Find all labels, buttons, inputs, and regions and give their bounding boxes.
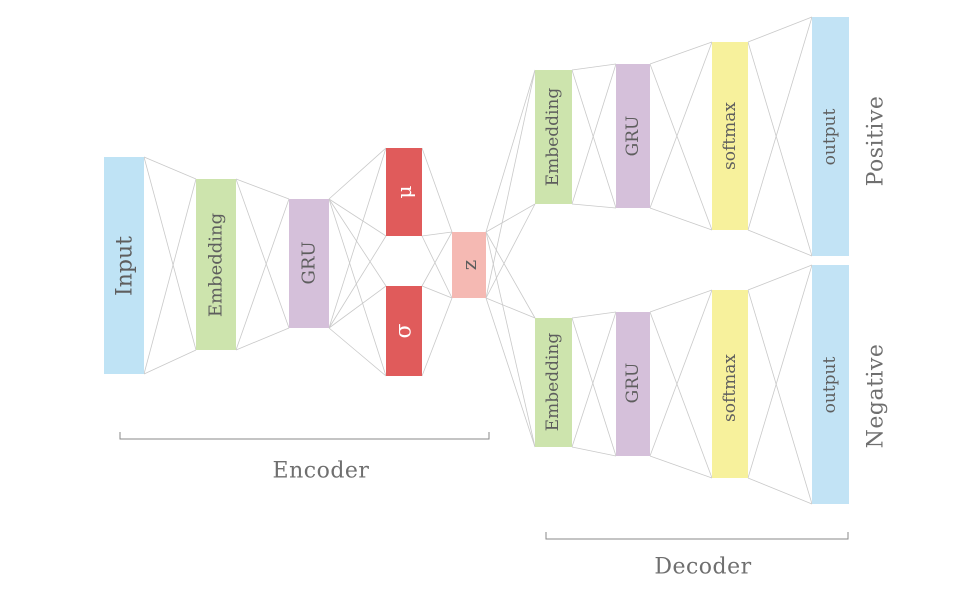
negative-embedding-block: Embedding xyxy=(535,318,572,447)
encoder-input-block: Input xyxy=(104,157,144,374)
z-label: z xyxy=(457,260,481,271)
connections xyxy=(143,16,813,505)
encoder-embedding-label: Embedding xyxy=(206,213,227,317)
encoder-embedding-block: Embedding xyxy=(196,179,236,350)
positive-softmax-label: softmax xyxy=(720,102,740,170)
z-block: z xyxy=(452,232,486,298)
negative-embedding-label: Embedding xyxy=(543,333,563,432)
negative-softmax-label: softmax xyxy=(720,354,740,422)
positive-gru-block: GRU xyxy=(616,64,650,208)
negative-gru-label: GRU xyxy=(623,363,643,404)
negative-branch-label: Negative xyxy=(864,344,889,449)
positive-gru-label: GRU xyxy=(623,116,643,157)
encoder-bracket xyxy=(119,432,490,440)
sigma-label: σ xyxy=(392,323,417,338)
negative-output-block: output xyxy=(812,265,849,504)
sigma-block: σ xyxy=(386,286,422,376)
positive-branch-label: Positive xyxy=(864,96,889,187)
positive-embedding-label: Embedding xyxy=(543,88,563,187)
positive-softmax-block: softmax xyxy=(712,42,748,230)
positive-embedding-block: Embedding xyxy=(535,70,572,204)
negative-output-label: output xyxy=(820,356,840,413)
mu-block: μ xyxy=(386,148,422,236)
negative-gru-block: GRU xyxy=(616,312,650,456)
mu-label: μ xyxy=(392,186,416,199)
encoder-gru-label: GRU xyxy=(299,241,320,284)
encoder-input-label: Input xyxy=(113,236,138,296)
decoder-section-label: Decoder xyxy=(654,555,751,580)
encoder-section-label: Encoder xyxy=(273,459,370,484)
encoder-gru-block: GRU xyxy=(289,199,329,328)
decoder-bracket xyxy=(545,532,849,540)
negative-softmax-block: softmax xyxy=(712,290,748,478)
positive-output-label: output xyxy=(820,108,840,165)
positive-output-block: output xyxy=(812,17,849,256)
